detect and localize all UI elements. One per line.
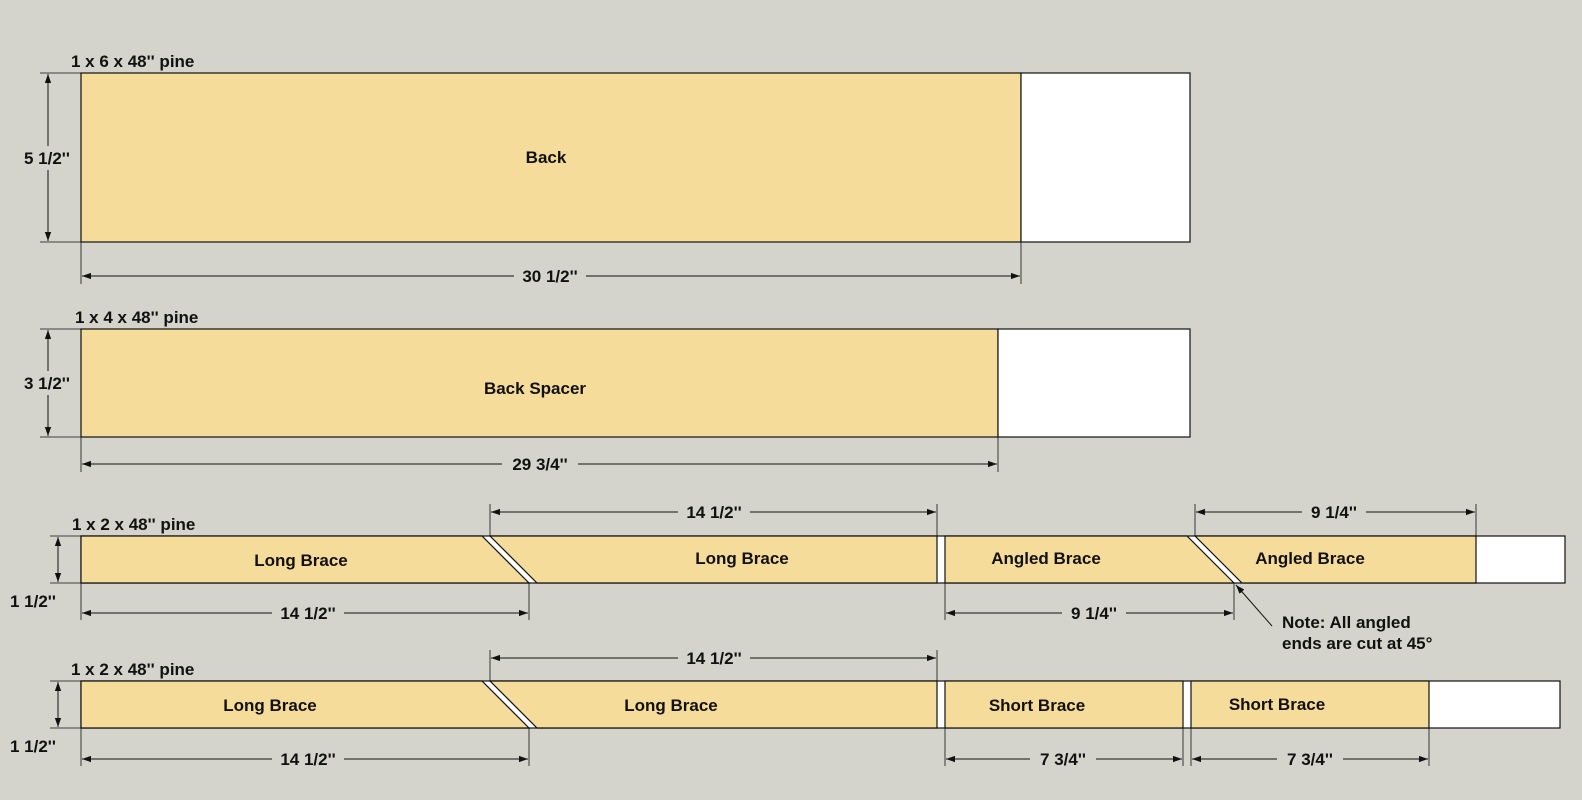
short-brace-2b-piece (1190, 680, 1430, 729)
board-4-width-label: 1 1/2'' (10, 737, 56, 756)
long-brace-2a-length-label: 14 1/2'' (280, 750, 335, 769)
long-brace-1a-length-label: 14 1/2'' (280, 604, 335, 623)
back-spacer-label: Back Spacer (484, 379, 586, 398)
angled-brace-1b-label: Angled Brace (1255, 549, 1365, 568)
long-brace-1b-length-label: 14 1/2'' (686, 503, 741, 522)
long-brace-2b-length-label-bg (678, 648, 750, 668)
back-piece (80, 72, 1022, 243)
back-label: Back (526, 148, 567, 167)
angled-brace-1b-length-label: 9 1/4'' (1311, 503, 1357, 522)
angled-brace-1a-length-label-bg (1062, 603, 1126, 623)
board-2-stock-label: 1 x 4 x 48'' pine (75, 308, 198, 327)
note-line-1: Note: All angled (1282, 613, 1411, 632)
short-brace-2a-length-label: 7 3/4'' (1040, 750, 1086, 769)
angled-brace-1b-length-label-bg (1302, 502, 1366, 522)
long-brace-1b-length-label-bg (678, 502, 750, 522)
short-brace-2a-length-label-bg (1030, 749, 1096, 769)
long-brace-1a-length-label-bg (272, 603, 344, 623)
short-brace-2b-label: Short Brace (1229, 695, 1325, 714)
board-2-width-label: 3 1/2'' (24, 374, 70, 393)
board-1-width-label: 5 1/2'' (24, 149, 70, 168)
board-1x6: 1 x 6 x 48'' pine Back 5 1/2'' 30 1/2'' (20, 52, 1191, 286)
short-brace-2b-length-label: 7 3/4'' (1287, 750, 1333, 769)
angled-brace-1a-label: Angled Brace (991, 549, 1101, 568)
long-brace-1b-label: Long Brace (695, 549, 789, 568)
note-line-2: ends are cut at 45° (1282, 634, 1433, 653)
board-1-stock-label: 1 x 6 x 48'' pine (71, 52, 194, 71)
board-1-width-label-bg (20, 146, 78, 170)
board-3-width-label: 1 1/2'' (10, 592, 56, 611)
long-brace-1a-label: Long Brace (254, 551, 348, 570)
back-spacer-length-label-bg (502, 454, 578, 474)
board-1x2-b: 1 x 2 x 48'' pine Long Brace Long Brace … (10, 648, 1561, 769)
long-brace-2b-label: Long Brace (624, 696, 718, 715)
long-brace-2a-length-label-bg (272, 749, 344, 769)
long-brace-2a-label: Long Brace (223, 696, 317, 715)
long-brace-2b-piece (488, 680, 938, 729)
board-1x4: 1 x 4 x 48'' pine Back Spacer 3 1/2'' 29… (20, 308, 1191, 474)
long-brace-2b-length-label: 14 1/2'' (686, 649, 741, 668)
note-leader (1235, 584, 1273, 627)
board-2-width-label-bg (20, 371, 78, 395)
short-brace-2b-length-label-bg (1277, 749, 1343, 769)
back-length-label: 30 1/2'' (522, 267, 577, 286)
back-spacer-length-label: 29 3/4'' (512, 455, 567, 474)
board-4-stock-label: 1 x 2 x 48'' pine (71, 660, 194, 679)
angled-brace-1b-piece (1193, 535, 1477, 584)
long-brace-1b-piece (488, 535, 938, 584)
short-brace-2a-piece (944, 680, 1184, 729)
board-3-stock-label: 1 x 2 x 48'' pine (72, 515, 195, 534)
board-1x2-a: 1 x 2 x 48'' pine Long Brace Long Brace … (10, 502, 1566, 653)
short-brace-2a-label: Short Brace (989, 696, 1085, 715)
board-2-waste (997, 328, 1191, 438)
angled-brace-1a-length-label: 9 1/4'' (1071, 604, 1117, 623)
back-spacer-piece (80, 328, 999, 438)
back-length-label-bg (514, 266, 586, 286)
board-1-waste (1020, 72, 1191, 243)
